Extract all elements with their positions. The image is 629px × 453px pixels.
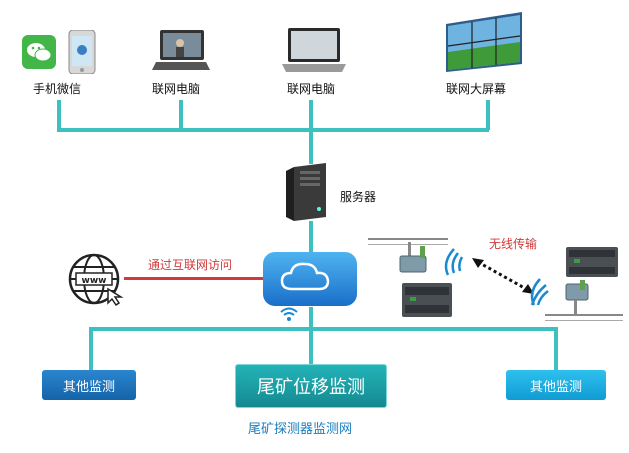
plc-device-icon — [566, 247, 618, 277]
wireless-signal-icon — [530, 278, 549, 306]
top-bus-line — [57, 128, 489, 132]
wifi-icon — [280, 307, 298, 321]
laptop-icon — [152, 30, 210, 70]
drop-line — [309, 100, 313, 164]
laptop-icon — [282, 28, 346, 72]
laptop1-label: 联网电脑 — [152, 82, 201, 96]
rail — [545, 320, 623, 321]
svg-text:www: www — [82, 276, 107, 286]
laptop2-label: 联网电脑 — [287, 82, 336, 96]
bidirectional-arrow-icon — [472, 258, 534, 294]
rail — [545, 314, 623, 316]
phone-label: 手机微信 — [33, 82, 82, 96]
rail — [368, 238, 448, 240]
other-monitoring-button-right[interactable]: 其他监测 — [506, 370, 606, 400]
server-icon — [286, 163, 326, 221]
drop-line — [486, 100, 490, 130]
screen-label: 联网大屏幕 — [446, 82, 507, 96]
wechat-icon — [22, 35, 56, 69]
server-label: 服务器 — [340, 190, 377, 204]
detector-device-icon — [399, 242, 427, 273]
drop-line — [57, 100, 61, 130]
bottom-bus-line — [89, 327, 558, 331]
drop-line — [89, 327, 93, 372]
other-monitoring-button-left[interactable]: 其他监测 — [42, 370, 136, 400]
tailings-displacement-button[interactable]: 尾矿位移监测 — [235, 364, 387, 408]
server-cloud-line — [309, 221, 313, 253]
internet-access-label: 通过互联网访问 — [148, 258, 233, 272]
drop-line — [309, 327, 313, 365]
drop-line — [179, 100, 183, 130]
drop-line — [554, 327, 558, 372]
wireless-signal-icon — [444, 248, 464, 276]
globe-www-icon: www — [68, 253, 124, 307]
plc-device-icon — [402, 283, 452, 317]
detector-device-icon — [565, 280, 589, 314]
wireless-label: 无线传输 — [489, 237, 538, 251]
cloud-icon — [263, 252, 357, 306]
cloud-drop-line — [309, 307, 313, 330]
phone-icon — [68, 30, 96, 74]
internet-access-line — [124, 277, 264, 280]
subtitle: 尾矿探测器监测网 — [248, 422, 353, 437]
video-wall-icon — [446, 12, 522, 72]
